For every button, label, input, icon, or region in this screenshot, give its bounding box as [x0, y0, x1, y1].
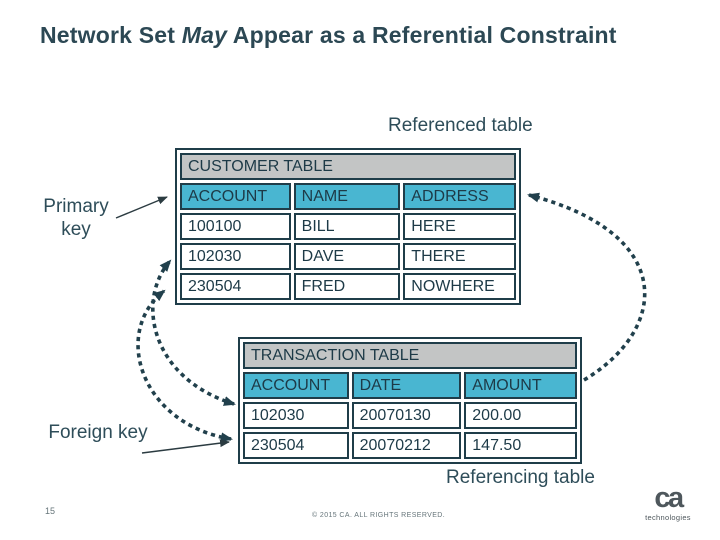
slide-page-number: 15 [45, 506, 56, 516]
customer-name-cell: DAVE [293, 243, 401, 270]
transaction-col-date: DATE [351, 372, 462, 399]
table-row: 102030 20070130 200.00 [243, 402, 577, 429]
customer-address-cell: NOWHERE [403, 273, 516, 300]
customer-address-cell: HERE [403, 213, 516, 240]
table-row: 100100 BILL HERE [180, 213, 516, 240]
table-row: 230504 20070212 147.50 [243, 432, 577, 459]
customer-table-title: CUSTOMER TABLE [180, 153, 516, 180]
ca-logo-icon: ca [654, 482, 684, 514]
referenced-table-label: Referenced table [388, 115, 533, 136]
transaction-account-cell-linked: 230504 [243, 432, 349, 459]
transaction-table-header-row: ACCOUNT DATE AMOUNT [243, 372, 577, 399]
transaction-table-title-row: TRANSACTION TABLE [243, 342, 577, 369]
customer-account-cell: 100100 [180, 213, 291, 240]
copyright-text: © 2015 CA. ALL RIGHTS RESERVED. [312, 512, 446, 519]
customer-name-cell: FRED [293, 273, 401, 300]
transaction-col-account: ACCOUNT [243, 372, 349, 399]
customer-name-cell: BILL [293, 213, 401, 240]
transaction-amount-cell: 200.00 [464, 402, 577, 429]
slide-title: Network Set May Appear as a Referential … [40, 22, 680, 49]
transaction-date-cell: 20070130 [351, 402, 462, 429]
transaction-table: TRANSACTION TABLE ACCOUNT DATE AMOUNT 10… [238, 337, 582, 464]
primary-key-label: Primary key [43, 196, 109, 240]
transaction-account-cell-linked: 102030 [243, 402, 349, 429]
referencing-table-label: Referencing table [446, 467, 595, 488]
customer-col-name: NAME [293, 183, 401, 210]
transaction-amount-cell: 147.50 [464, 432, 577, 459]
slide-title-emphasis: May [181, 22, 228, 48]
customer-col-account: ACCOUNT [180, 183, 291, 210]
customer-address-cell: THERE [403, 243, 516, 270]
ca-technologies-logo: ca technologies [640, 482, 696, 523]
slide-title-suffix: Appear as a Referential Constraint [227, 22, 617, 48]
customer-account-cell-linked: 230504 [180, 273, 291, 300]
slide-title-prefix: Network Set [40, 22, 182, 48]
customer-table-header-row: ACCOUNT NAME ADDRESS [180, 183, 516, 210]
table-row: 230504 FRED NOWHERE [180, 273, 516, 300]
ca-logo-subtext: technologies [645, 513, 691, 522]
customer-table-title-row: CUSTOMER TABLE [180, 153, 516, 180]
fk-to-pk-dotted-arrow-2 [136, 289, 233, 443]
customer-table: CUSTOMER TABLE ACCOUNT NAME ADDRESS 1001… [175, 148, 521, 305]
transaction-col-amount: AMOUNT [464, 372, 577, 399]
customer-account-cell-linked: 102030 [180, 243, 291, 270]
customer-col-address: ADDRESS [403, 183, 516, 210]
transaction-date-cell: 20070212 [351, 432, 462, 459]
table-row: 102030 DAVE THERE [180, 243, 516, 270]
transaction-table-title: TRANSACTION TABLE [243, 342, 577, 369]
foreign-key-pointer-arrow [141, 439, 230, 454]
foreign-key-label: Foreign key [48, 422, 148, 443]
